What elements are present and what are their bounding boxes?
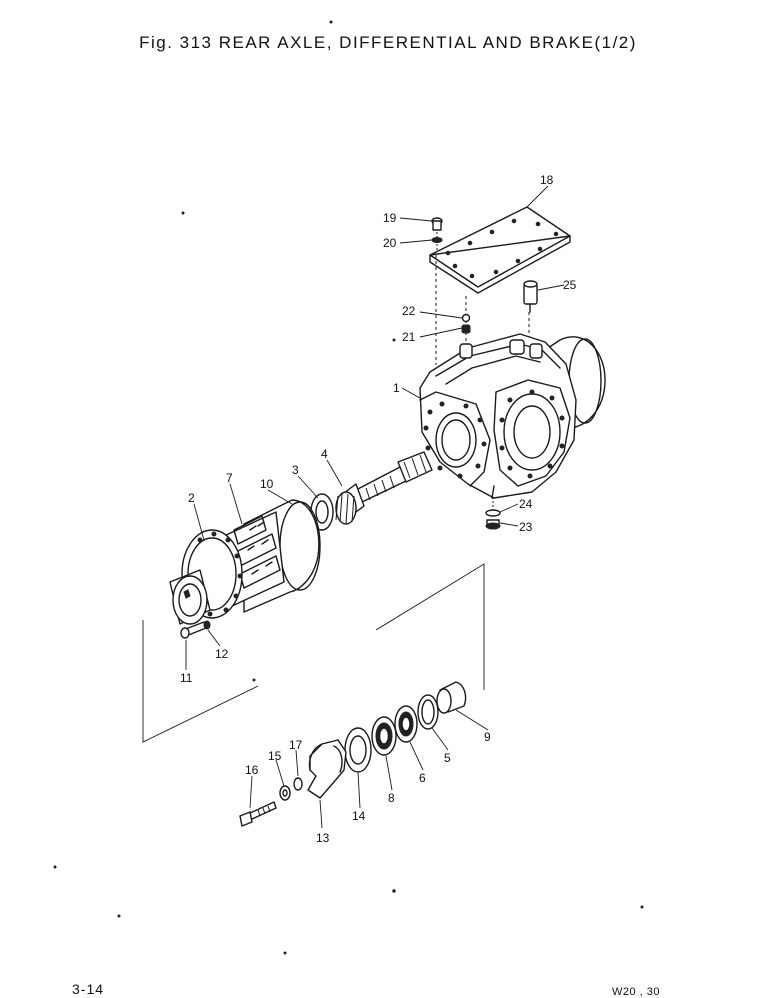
bearing-outer: [371, 716, 397, 756]
cover-bolt: [431, 217, 443, 250]
callout-23: 23: [519, 520, 533, 534]
callout-10: 10: [260, 477, 274, 491]
assembly-bracket: [142, 563, 485, 743]
breather-fitting: [461, 313, 471, 334]
callout-20: 20: [383, 236, 397, 250]
hub-bolt: [180, 620, 211, 639]
snap-ring: [417, 694, 439, 730]
pinion-shaft: [355, 451, 433, 503]
callout-6: 6: [419, 771, 426, 785]
callout-18: 18: [540, 173, 554, 187]
callout-14: 14: [352, 809, 366, 823]
callout-8: 8: [388, 791, 395, 805]
oil-seal: [344, 727, 372, 773]
callout-12: 12: [215, 647, 229, 661]
callout-16: 16: [245, 763, 259, 777]
callout-15: 15: [268, 749, 282, 763]
callout-labels: 18 19 20 25 22 21 1 24 23 2 7 10 3 4 12 …: [180, 173, 577, 845]
callout-21: 21: [402, 330, 416, 344]
callout-22: 22: [402, 304, 416, 318]
coupling-flange: [307, 739, 347, 799]
dipstick-plug: [523, 280, 538, 313]
drain-plug: [485, 509, 501, 530]
callout-2: 2: [188, 491, 195, 505]
callout-5: 5: [444, 751, 451, 765]
callout-7: 7: [226, 471, 233, 485]
callout-3: 3: [292, 463, 299, 477]
model-label: W20 , 30: [612, 986, 661, 998]
bearing: [394, 705, 418, 743]
callout-24: 24: [519, 497, 533, 511]
callout-11: 11: [180, 671, 193, 685]
callout-17: 17: [289, 738, 303, 752]
brake-assembly: [169, 499, 321, 625]
scan-specks: [53, 20, 644, 955]
bearing-sleeve: [436, 681, 467, 714]
callout-1: 1: [393, 381, 400, 395]
washer: [279, 785, 291, 801]
page-number: 3-14: [72, 981, 105, 997]
cover-plate: [429, 206, 571, 294]
figure-title: Fig. 313 REAR AXLE, DIFFERENTIAL AND BRA…: [139, 33, 637, 52]
callout-13: 13: [316, 831, 330, 845]
callout-19: 19: [383, 211, 397, 225]
bevel-pinion: [335, 483, 365, 525]
o-ring: [293, 777, 303, 791]
differential-housing: [419, 333, 606, 499]
flange-bolt: [239, 801, 277, 827]
callout-9: 9: [484, 730, 491, 744]
callout-25: 25: [563, 278, 577, 292]
callout-4: 4: [321, 447, 328, 461]
